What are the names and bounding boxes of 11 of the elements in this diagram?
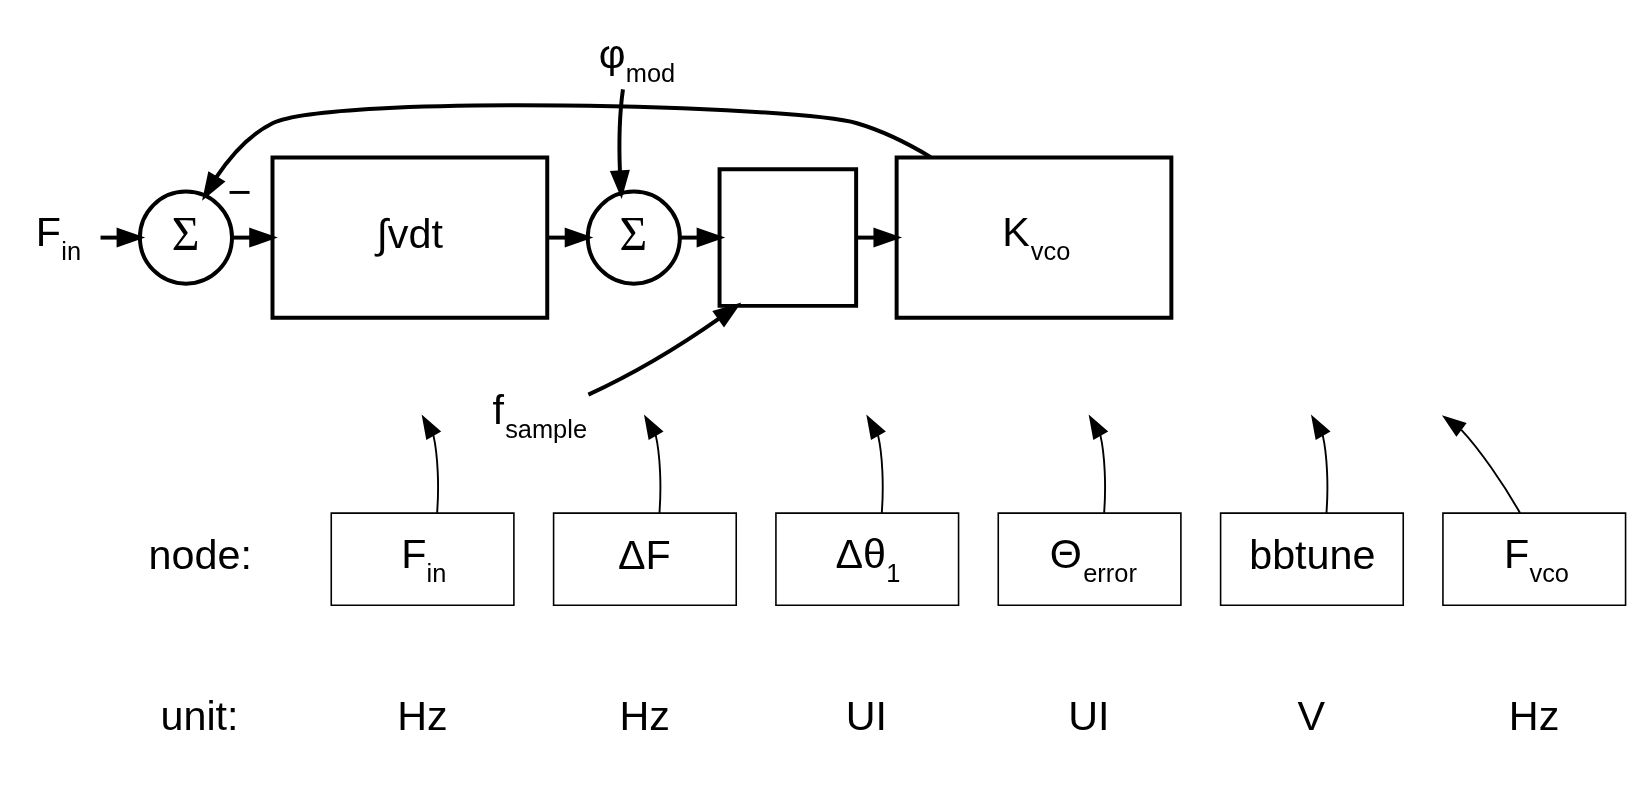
label: UI [845, 692, 888, 739]
label: Hz [1508, 692, 1560, 739]
label: node: [148, 532, 252, 579]
label: unit: [160, 692, 239, 739]
label: Hz [619, 692, 670, 739]
label: V [1297, 692, 1326, 739]
label: UI [1068, 692, 1110, 739]
node-text: f$_{sample}$ [492, 386, 588, 443]
node-text: F$_{in}$ [35, 209, 82, 266]
node-text: φ$_{mod}$ [598, 31, 676, 88]
label: Hz [397, 692, 448, 739]
